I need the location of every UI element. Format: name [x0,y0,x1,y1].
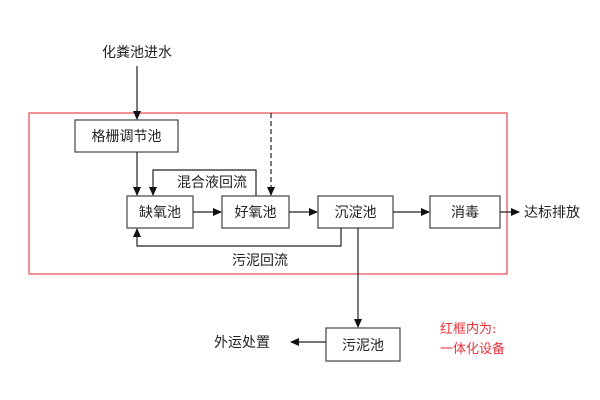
disinfection-label: 消毒 [451,205,479,221]
influent-label: 化粪池进水 [102,45,172,61]
mixed-liquor-return-line [149,169,257,196]
aerobic-tank-label: 好氧池 [235,205,277,221]
integrated-equipment-frame [28,112,508,275]
sedimentation-tank-box: 沉淀池 [317,195,394,229]
mixed-liquor-return-label: 混合液回流 [177,175,247,191]
sludge-disposal-label: 外运处置 [214,335,270,351]
anoxic-tank-label: 缺氧池 [139,205,181,221]
sludge-return-line [133,228,342,247]
sludge-tank-label: 污泥池 [342,338,384,354]
note-line-1: 红框内为: [440,321,496,337]
sludge-return-label: 污泥回流 [232,253,288,269]
grid-tank-box: 格栅调节池 [74,119,179,153]
discharge-label: 达标排放 [524,205,580,221]
grid-tank-label: 格栅调节池 [92,129,162,145]
note-line-2: 一体化设备 [440,341,505,357]
sludge-tank-box: 污泥池 [325,327,401,362]
disinfection-box: 消毒 [429,195,501,229]
sedimentation-tank-label: 沉淀池 [335,205,377,221]
anoxic-tank-box: 缺氧池 [126,195,194,229]
aerobic-tank-box: 好氧池 [221,195,290,229]
